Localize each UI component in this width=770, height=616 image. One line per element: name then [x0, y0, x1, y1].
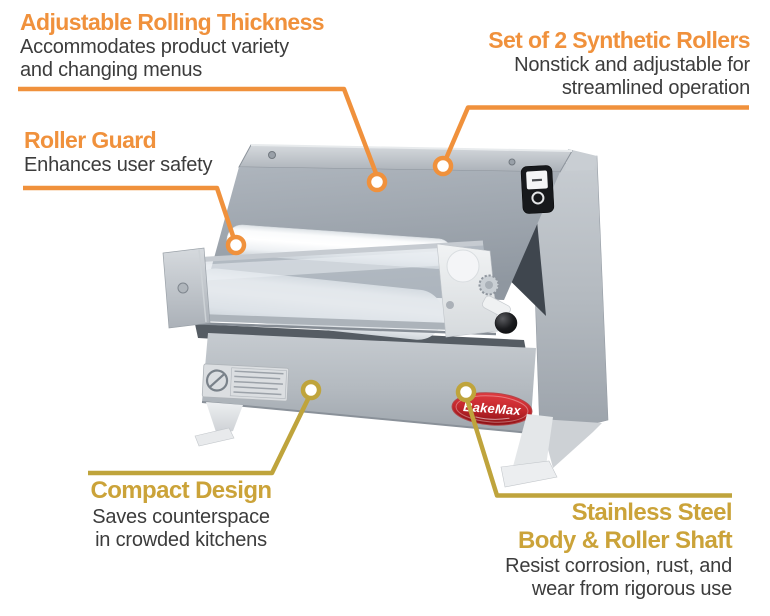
callout-marker-stainless-steel: [455, 381, 477, 403]
callout-line-adjustable-rolling-thickness: [18, 86, 380, 177]
callout-marker-adjustable-rolling-thickness: [366, 171, 388, 193]
callout-desc-line: and changing menus: [20, 59, 203, 81]
machine-leg-right: [500, 414, 602, 488]
callout-roller-guard: Roller Guard Enhances user safety: [24, 126, 213, 177]
callout-title-line: Body & Roller Shaft: [518, 527, 733, 554]
callout-title: Set of 2 Synthetic Rollers: [488, 27, 750, 53]
machine-corner-tab: [565, 149, 597, 171]
guard-end-cap: [162, 247, 211, 329]
callout-marker-synthetic-rollers: [432, 155, 454, 177]
callout-desc-line: Accommodates product variety: [20, 36, 289, 58]
warning-label: [201, 363, 290, 402]
callout-set-of-2-synthetic-rollers: Set of 2 Synthetic Rollers Nonstick and …: [488, 26, 750, 100]
callout-marker-compact-design: [300, 379, 322, 401]
callout-title: Adjustable Rolling Thickness: [20, 9, 325, 35]
callout-compact-design: Compact Design Saves counterspace in cro…: [84, 476, 278, 552]
callout-line-roller-guard: [23, 185, 237, 240]
callout-desc-line: streamlined operation: [561, 77, 750, 99]
brand-logo: BakeMax: [451, 392, 533, 426]
lid-screw-left: [268, 151, 276, 159]
plate-screw: [446, 301, 454, 309]
callout-desc-line: Enhances user safety: [24, 154, 213, 176]
callout-desc-line: Nonstick and adjustable for: [514, 54, 750, 76]
callout-desc-line: Saves counterspace: [92, 506, 270, 528]
machine-leg-left: [194, 402, 243, 447]
end-cap-screw: [177, 282, 189, 294]
callout-marker-roller-guard: [225, 234, 247, 256]
roller-guard-shield: [174, 240, 497, 336]
callout-adjustable-rolling-thickness: Adjustable Rolling Thickness Accommodate…: [20, 8, 325, 82]
callout-stainless-steel-body-roller-shaft: Stainless Steel Body & Roller Shaft Resi…: [505, 499, 733, 601]
power-switch: [520, 165, 555, 214]
brand-logo-text: BakeMax: [463, 399, 522, 418]
callout-line-stainless-steel: [464, 398, 732, 498]
callout-title: Compact Design: [90, 477, 273, 504]
lid-screw-right: [508, 158, 516, 166]
adjustment-knob: [446, 249, 480, 283]
adjustment-assembly: [436, 243, 518, 338]
callout-desc-line: wear from rigorous use: [531, 578, 732, 600]
handle-knob: [494, 312, 518, 334]
callout-line-compact-design: [88, 396, 312, 476]
callout-desc-line: Resist corrosion, rust, and: [505, 555, 732, 577]
machine-image: BakeMax: [162, 144, 609, 488]
callout-line-synthetic-rollers: [442, 105, 749, 162]
callout-title: Roller Guard: [24, 127, 157, 153]
callout-title-line: Stainless Steel: [571, 499, 733, 526]
prohibition-icon: [205, 369, 229, 392]
callout-desc-line: in crowded kitchens: [95, 529, 267, 551]
lid-highlight: [250, 144, 573, 152]
